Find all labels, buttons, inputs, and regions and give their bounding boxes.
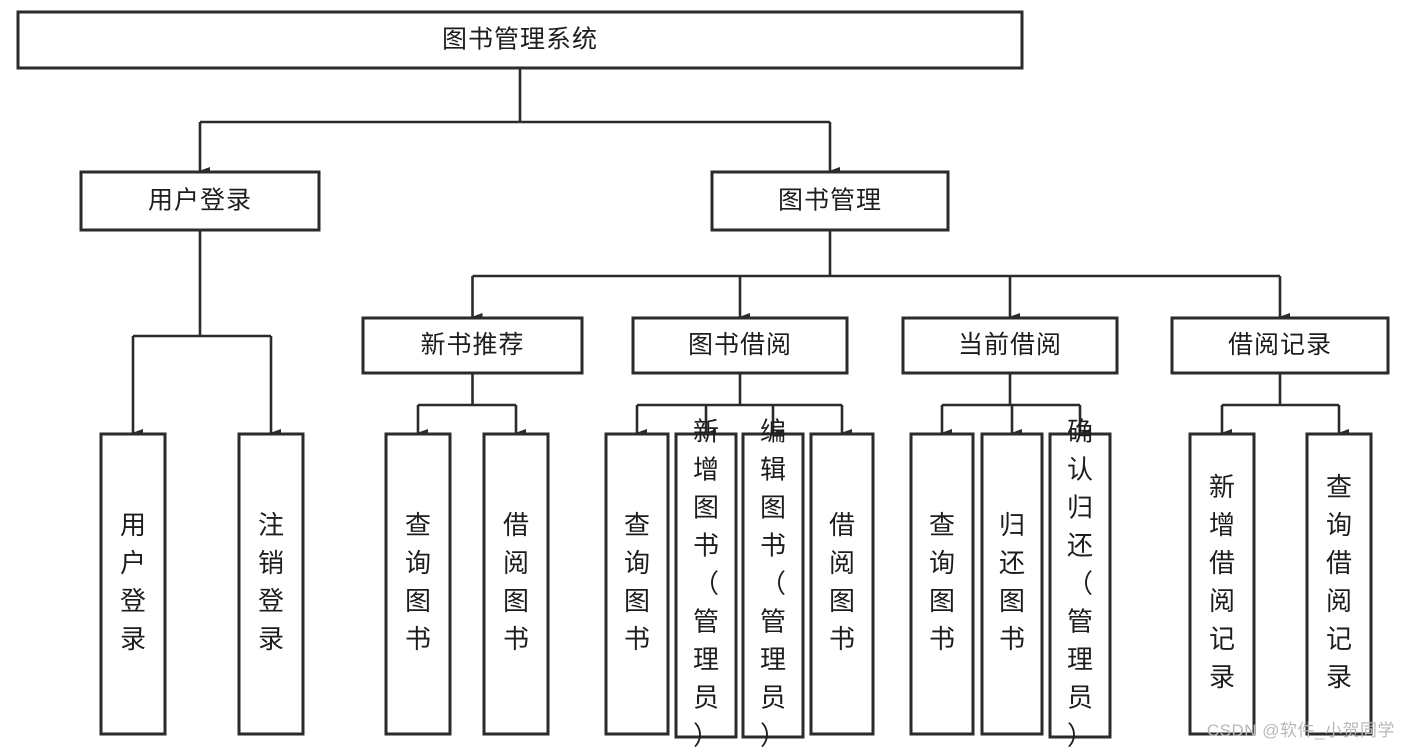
node-label: 图书借阅 (688, 331, 792, 359)
node-box[interactable] (16, 10, 1024, 70)
node-label: 新增借阅记录 (1209, 472, 1235, 692)
node-label: 图书管理 (778, 187, 882, 215)
node-label: 当前借阅 (958, 331, 1062, 359)
nodes-layer: 图书管理系统用户登录图书管理新书推荐图书借阅当前借阅借阅记录用户登录注销登录查询… (16, 10, 1390, 747)
node-box[interactable] (901, 316, 1119, 375)
node-leaf-edit-book-admin[interactable]: 编辑图书（管理员） (741, 416, 805, 747)
node-box[interactable] (809, 432, 875, 736)
node-box[interactable] (237, 432, 305, 736)
edges-layer (131, 68, 1349, 438)
node-new-book-recommend[interactable]: 新书推荐 (361, 316, 584, 375)
node-leaf-query-book-rec[interactable]: 查询图书 (384, 432, 452, 736)
node-leaf-borrow-book-bor[interactable]: 借阅图书 (809, 432, 875, 736)
edge-book-manage-to-level2 (471, 230, 1290, 322)
node-leaf-query-book-cur[interactable]: 查询图书 (909, 432, 975, 736)
node-box[interactable] (1048, 432, 1112, 739)
node-box[interactable] (482, 432, 550, 736)
node-leaf-user-logout[interactable]: 注销登录 (237, 432, 305, 736)
node-label: 图书管理系统 (442, 26, 598, 54)
node-box[interactable] (1188, 432, 1256, 736)
edge-current-borrow-to-leaves (940, 373, 1090, 438)
node-book-borrow[interactable]: 图书借阅 (631, 316, 849, 375)
node-box[interactable] (741, 432, 805, 739)
node-label: 用户登录 (148, 187, 252, 215)
node-root[interactable]: 图书管理系统 (16, 10, 1024, 70)
node-box[interactable] (1305, 432, 1373, 736)
node-leaf-confirm-return-admin[interactable]: 确认归还（管理员） (1048, 416, 1112, 747)
edge-new-book-recommend-to-leaves (416, 373, 526, 438)
edge-user-login-to-leaves (131, 230, 281, 438)
node-box[interactable] (384, 432, 452, 736)
edge-book-borrow-to-leaves (635, 373, 852, 438)
watermark-label: CSDN @软件_小贺同学 (1206, 721, 1395, 740)
node-box[interactable] (980, 432, 1044, 736)
node-box[interactable] (710, 170, 950, 232)
node-box[interactable] (361, 316, 584, 375)
node-box[interactable] (99, 432, 167, 736)
node-label: 查询图书 (929, 510, 955, 654)
node-current-borrow[interactable]: 当前借阅 (901, 316, 1119, 375)
node-label: 用户登录 (120, 510, 146, 654)
node-user-login[interactable]: 用户登录 (79, 170, 321, 232)
node-borrow-record[interactable]: 借阅记录 (1170, 316, 1390, 375)
node-leaf-return-book[interactable]: 归还图书 (980, 432, 1044, 736)
node-label: 借阅记录 (1228, 331, 1332, 359)
node-leaf-add-book-admin[interactable]: 新增图书（管理员） (674, 416, 738, 747)
node-label: 查询借阅记录 (1326, 472, 1352, 692)
node-leaf-user-login[interactable]: 用户登录 (99, 432, 167, 736)
node-label: 编辑图书（管理员） (760, 416, 786, 747)
node-leaf-query-book-bor[interactable]: 查询图书 (604, 432, 670, 736)
node-leaf-query-borrow-record[interactable]: 查询借阅记录 (1305, 432, 1373, 736)
node-book-manage[interactable]: 图书管理 (710, 170, 950, 232)
node-label: 新增图书（管理员） (693, 416, 719, 747)
node-box[interactable] (909, 432, 975, 736)
node-label: 注销登录 (258, 510, 284, 654)
edge-borrow-record-to-leaves (1220, 373, 1349, 438)
node-leaf-add-borrow-record[interactable]: 新增借阅记录 (1188, 432, 1256, 736)
node-box[interactable] (631, 316, 849, 375)
node-label: 归还图书 (999, 510, 1025, 654)
node-label: 查询图书 (405, 510, 431, 654)
node-label: 查询图书 (624, 510, 650, 654)
node-label: 借阅图书 (829, 510, 855, 654)
node-box[interactable] (79, 170, 321, 232)
node-box[interactable] (1170, 316, 1390, 375)
node-label: 确认归还（管理员） (1067, 416, 1093, 747)
node-label: 借阅图书 (503, 510, 529, 654)
edge-root-to-level1 (198, 68, 840, 176)
node-label: 新书推荐 (420, 331, 524, 359)
node-box[interactable] (604, 432, 670, 736)
node-box[interactable] (674, 432, 738, 739)
node-leaf-borrow-book-rec[interactable]: 借阅图书 (482, 432, 550, 736)
